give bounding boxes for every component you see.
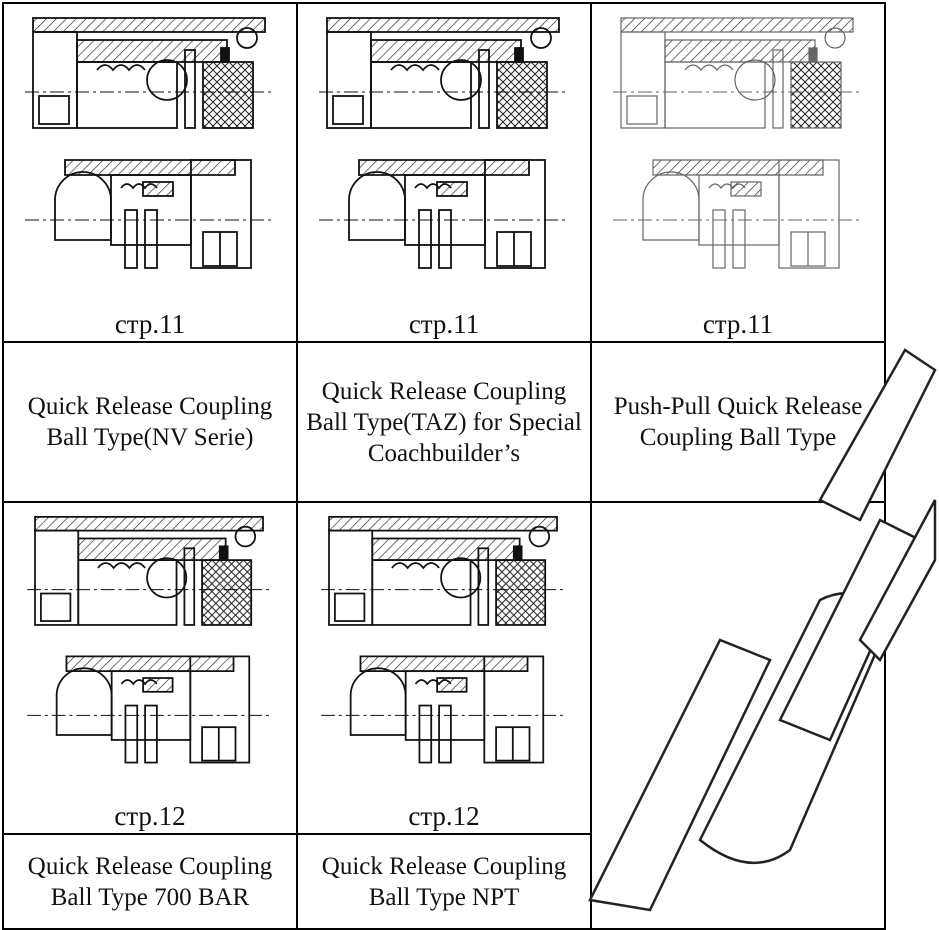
page-ref-5: стр.12 — [408, 801, 480, 831]
product-description-4: Quick Release Coupling Ball Type 700 BAR — [27, 852, 273, 911]
catalog-cell-image-1: стр.11 — [2, 2, 298, 343]
coupling-drawing-2 — [319, 17, 569, 269]
catalog-cell-desc-1: Quick Release Coupling Ball Type(NV Seri… — [2, 341, 298, 503]
page-ref-4: стр.12 — [114, 801, 186, 831]
catalog-cell-desc-3: Push-Pull Quick Release Coupling Ball Ty… — [590, 341, 886, 503]
product-description-5: Quick Release Coupling Ball Type NPT — [321, 852, 567, 911]
catalog-cell-empty — [590, 501, 886, 930]
coupling-drawing-1 — [25, 17, 275, 269]
product-description-1: Quick Release Coupling Ball Type(NV Seri… — [27, 393, 273, 451]
coupling-drawing-5 — [321, 515, 567, 764]
catalog-cell-image-3: стр.11 — [590, 2, 886, 343]
coupling-drawing-4 — [27, 515, 273, 764]
page-ref-2: стр.11 — [408, 309, 480, 339]
coupling-drawing-3 — [613, 17, 863, 269]
catalog-cell-desc-5: Quick Release Coupling Ball Type NPT — [296, 833, 592, 930]
coupling-catalog-table: стр.11 стр.11 стр.11 Quick Release Coupl… — [2, 2, 886, 930]
catalog-cell-image-4: стр.12 — [2, 501, 298, 835]
page-ref-1: стр.11 — [114, 309, 186, 339]
catalog-cell-desc-4: Quick Release Coupling Ball Type 700 BAR — [2, 833, 298, 930]
catalog-cell-image-2: стр.11 — [296, 2, 592, 343]
product-description-3: Push-Pull Quick Release Coupling Ball Ty… — [613, 393, 863, 451]
page-ref-3: стр.11 — [702, 309, 774, 339]
catalog-cell-image-5: стр.12 — [296, 501, 592, 835]
product-description-2: Quick Release Coupling Ball Type(TAZ) fo… — [306, 377, 582, 467]
catalog-cell-desc-2: Quick Release Coupling Ball Type(TAZ) fo… — [296, 341, 592, 503]
